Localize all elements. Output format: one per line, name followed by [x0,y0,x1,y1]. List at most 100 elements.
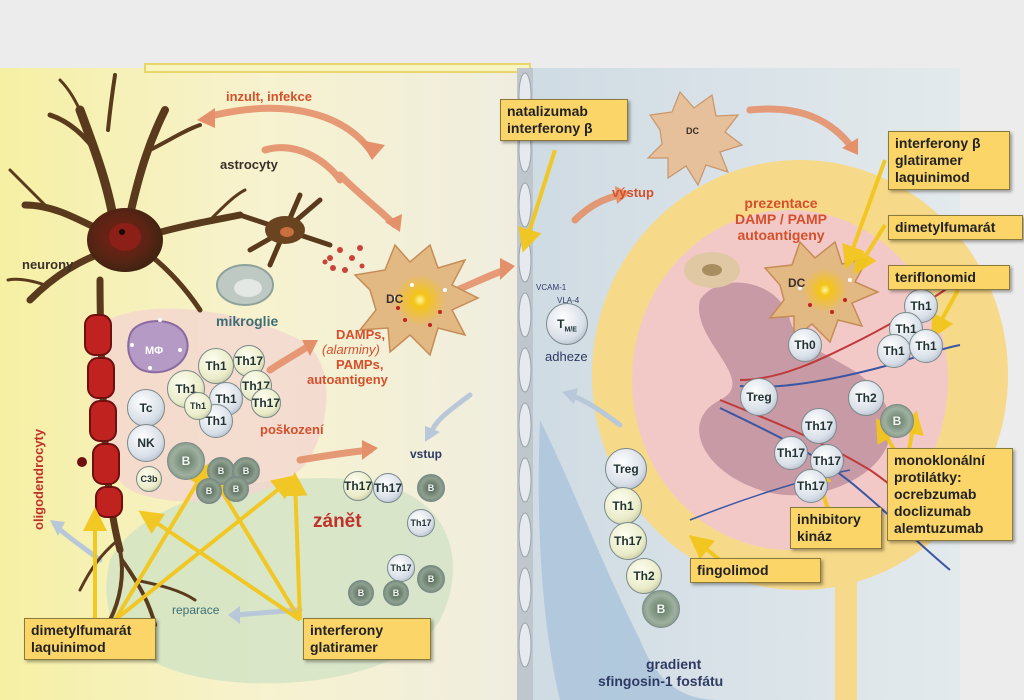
label-damps: DAMPs, [336,327,386,342]
cell-label: Th1 [205,414,227,428]
cell-label: Th1 [612,499,634,513]
label-adhesion: adheze [545,349,588,364]
cell-th17: Th17 [387,554,415,582]
label-astrocytes: astrocyty [220,157,278,172]
label-presentation-3: autoantigeny [737,227,825,243]
label-repair: reparace [172,603,220,617]
drug-line: laquinimod [31,639,106,655]
cell-label: T [557,317,565,331]
drug-line: protilátky: [894,469,962,485]
cell-label: Th1 [205,359,227,373]
drug-box-fingolimod: fingolimod [690,558,821,583]
cell-label-subscript: M/E [564,326,577,334]
dc-label: DC [386,292,404,306]
cell-th17: Th17 [343,471,373,501]
drug-line: interferony β [507,120,593,136]
cell-th0: Th0 [788,328,822,362]
cell-b: B [348,580,374,606]
cell-label: NK [137,436,155,450]
drug-box-natalizumab: natalizumab interferony β [500,99,628,141]
cell-label: Th2 [633,569,655,583]
cell-label: Th1 [189,401,206,411]
cell-b: B [880,404,914,438]
cell-label: B [392,588,400,598]
cell-label: Th1 [910,299,932,313]
label-insult: inzult, infekce [226,89,312,104]
cell-th17: Th17 [609,522,647,560]
drug-box-monoclonal: monoklonální protilátky: ocrebzumab docl… [887,448,1013,541]
cell-label: B [357,588,365,598]
cell-label: Th1 [883,344,905,358]
cell-label: Th17 [234,354,263,368]
cell-th1: Th1 [909,329,943,363]
cell-label: Th1 [895,322,917,336]
cell-th2: Th2 [848,380,884,416]
label-autoantigens-left: autoantigeny [307,372,388,387]
cell-th1: Th1 [604,487,642,525]
drug-line: fingolimod [697,562,769,578]
dc-label: DC [686,126,699,136]
drug-line: dimetylfumarát [31,622,132,638]
label-microglia: mikroglie [216,313,279,329]
cell-b: B [196,478,222,504]
drug-line: glatiramer [310,639,378,655]
drug-line: teriflonomid [895,269,976,285]
cell-label: C3b [140,474,158,484]
label-vla: VLA-4 [557,296,580,305]
cell-label: Th17 [344,479,373,493]
label-presentation-2: DAMP / PAMP [734,211,828,227]
cell-th17: Th17 [407,509,435,537]
cell-label: B [232,484,240,494]
drug-line: monoklonální [894,452,985,468]
cell-c3b: C3b [136,466,162,492]
cell-label: Th17 [613,534,642,548]
cell-label: Th0 [794,338,816,352]
cell-label: Th17 [410,518,432,528]
dc-label: DC [788,276,806,290]
cell-b: B [642,590,680,628]
drug-box-interferon-glatiramer-laquinimod: interferony β glatiramer laquinimod [888,131,1010,190]
drug-box-teriflunomide: teriflonomid [888,265,1010,290]
drug-line: laquinimod [895,169,970,185]
cell-b: B [417,565,445,593]
cell-label: Th17 [252,396,281,410]
cell-th17: Th17 [801,408,837,444]
cell-label: B [205,486,213,496]
drug-box-interferon-glatiramer: interferony glatiramer [303,618,431,660]
cell-th1: Th1 [198,348,234,384]
drug-line: doclizumab [894,503,972,519]
cell-label: B [656,602,666,616]
cell-label: Th17 [776,446,805,460]
drug-line: dimetylfumarát [895,219,996,235]
cell-th2: Th2 [626,558,662,594]
cell-tc: Tc [127,389,165,427]
label-gradient-2: sfingosin-1 fosfátu [598,673,724,689]
label-gradient-1: gradient [646,656,702,672]
cell-nk: NK [127,424,165,462]
drug-line: alemtuzumab [894,520,984,536]
drug-box-kinase-inhibitors: inhibitory kináz [790,507,882,549]
cell-label: Th17 [804,419,833,433]
label-entry: vstup [410,447,443,461]
cell-label: B [427,574,435,584]
drug-box-dimethylfumarate-right: dimetylfumarát [888,215,1023,240]
cell-b: B [223,476,249,502]
cell-label: Treg [746,390,772,404]
cell-th1: Th1 [877,334,911,368]
label-presentation-1: prezentace [744,195,818,211]
cell-b: B [167,442,205,480]
cell-label: Th2 [855,391,877,405]
cell-treg: Treg [740,378,778,416]
cell-label: B [242,466,250,476]
cell-label: Th17 [812,454,841,468]
cell-b: B [383,580,409,606]
label-alarmins: (alarminy) [322,342,380,357]
label-vcam: VCAM-1 [536,283,567,292]
cell-label: B [892,414,902,428]
cell-th17: Th17 [251,388,281,418]
label-exit: výstup [612,185,654,200]
label-damage: poškození [260,422,324,437]
drug-line: interferony [310,622,384,638]
drug-line: interferony β [895,135,981,151]
cell-label: Th1 [215,392,237,406]
